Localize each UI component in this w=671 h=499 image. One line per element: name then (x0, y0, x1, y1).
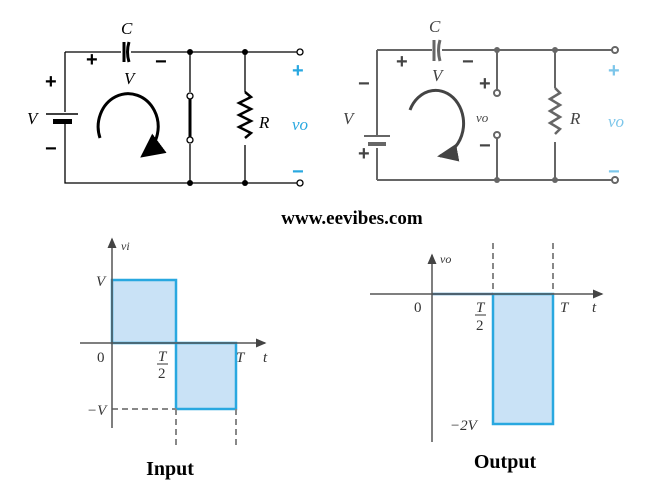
current-loop-arrow-icon (96, 92, 167, 158)
y-axis-label: vo (440, 252, 451, 266)
y-axis-label: vi (121, 239, 130, 253)
battery-short-plate (53, 119, 72, 124)
capacitor-plates (122, 41, 131, 63)
dashed-guides (112, 408, 237, 446)
dashed-guides (492, 243, 554, 294)
capacitor-label: C (429, 17, 441, 36)
output-minus: − (608, 161, 620, 183)
resistor-label: R (258, 113, 270, 132)
negative-half-area (174, 341, 238, 411)
input-graph: vi V −V 0 T 2 T t Input (80, 237, 268, 480)
half-period-num: T (476, 300, 486, 316)
source-label: V (27, 109, 40, 128)
open-terminal-bottom (493, 131, 501, 139)
circuit-left (46, 41, 304, 187)
half-period-den: 2 (476, 318, 484, 334)
cap-plus: + (396, 51, 408, 73)
circuit-left-labels: C V + − + − V R vo + − (27, 19, 308, 183)
low-label: −2V (450, 418, 479, 434)
x-axis-label: t (263, 350, 268, 366)
resistor-zigzag (547, 87, 563, 135)
cap-voltage-label: V (432, 66, 445, 85)
open-terminal-top (493, 89, 501, 97)
battery-short-plate (368, 142, 386, 146)
node-dots (494, 47, 558, 183)
period-label: T (236, 350, 246, 366)
half-period-num: T (158, 349, 168, 365)
resistor-zigzag (236, 91, 254, 139)
high-label: V (96, 274, 107, 290)
source-plus: + (358, 143, 370, 165)
switch-contact-bottom (186, 136, 194, 144)
source-minus: − (358, 73, 370, 95)
node-dots (187, 49, 248, 186)
x-axis-label: t (592, 300, 597, 316)
output-label: vo (292, 115, 308, 134)
circuit-right (364, 39, 619, 184)
input-caption: Input (146, 458, 194, 480)
capacitor-plates (432, 39, 442, 62)
period-label: T (560, 300, 570, 316)
switch-contact-top (186, 92, 194, 100)
source-label: V (343, 109, 356, 128)
output-terminal-bottom (611, 176, 619, 184)
negative-area (491, 292, 555, 426)
output-plus: + (292, 60, 304, 82)
positive-half-area (110, 278, 178, 345)
cap-plus: + (86, 49, 98, 71)
circuit-right-labels: C V + − − + V + − vo R vo + − (343, 17, 624, 183)
output-plus: + (608, 60, 620, 82)
origin-label: 0 (97, 350, 105, 366)
cap-voltage-label: V (124, 69, 137, 88)
watermark: www.eevibes.com (281, 208, 423, 229)
origin-label: 0 (414, 300, 422, 316)
source-plus: + (45, 71, 57, 93)
half-period-den: 2 (158, 366, 166, 382)
source-minus: − (45, 138, 57, 160)
output-terminal-top (296, 48, 304, 56)
low-label: −V (87, 403, 108, 419)
output-caption: Output (474, 451, 537, 473)
cap-minus: − (462, 51, 474, 73)
output-label: vo (608, 112, 624, 131)
wires (64, 51, 297, 184)
output-terminal-top (611, 46, 619, 54)
output-graph: vo 0 T 2 T t −2V Output (370, 243, 604, 473)
cap-minus: − (155, 51, 167, 73)
loop-arrow (408, 88, 466, 162)
open-plus: + (479, 73, 491, 95)
output-minus: − (292, 161, 304, 183)
open-voltage-label: vo (476, 110, 489, 125)
capacitor-label: C (121, 19, 133, 38)
open-minus: − (479, 135, 491, 157)
output-terminal-bottom (296, 179, 304, 187)
resistor-label: R (569, 109, 581, 128)
